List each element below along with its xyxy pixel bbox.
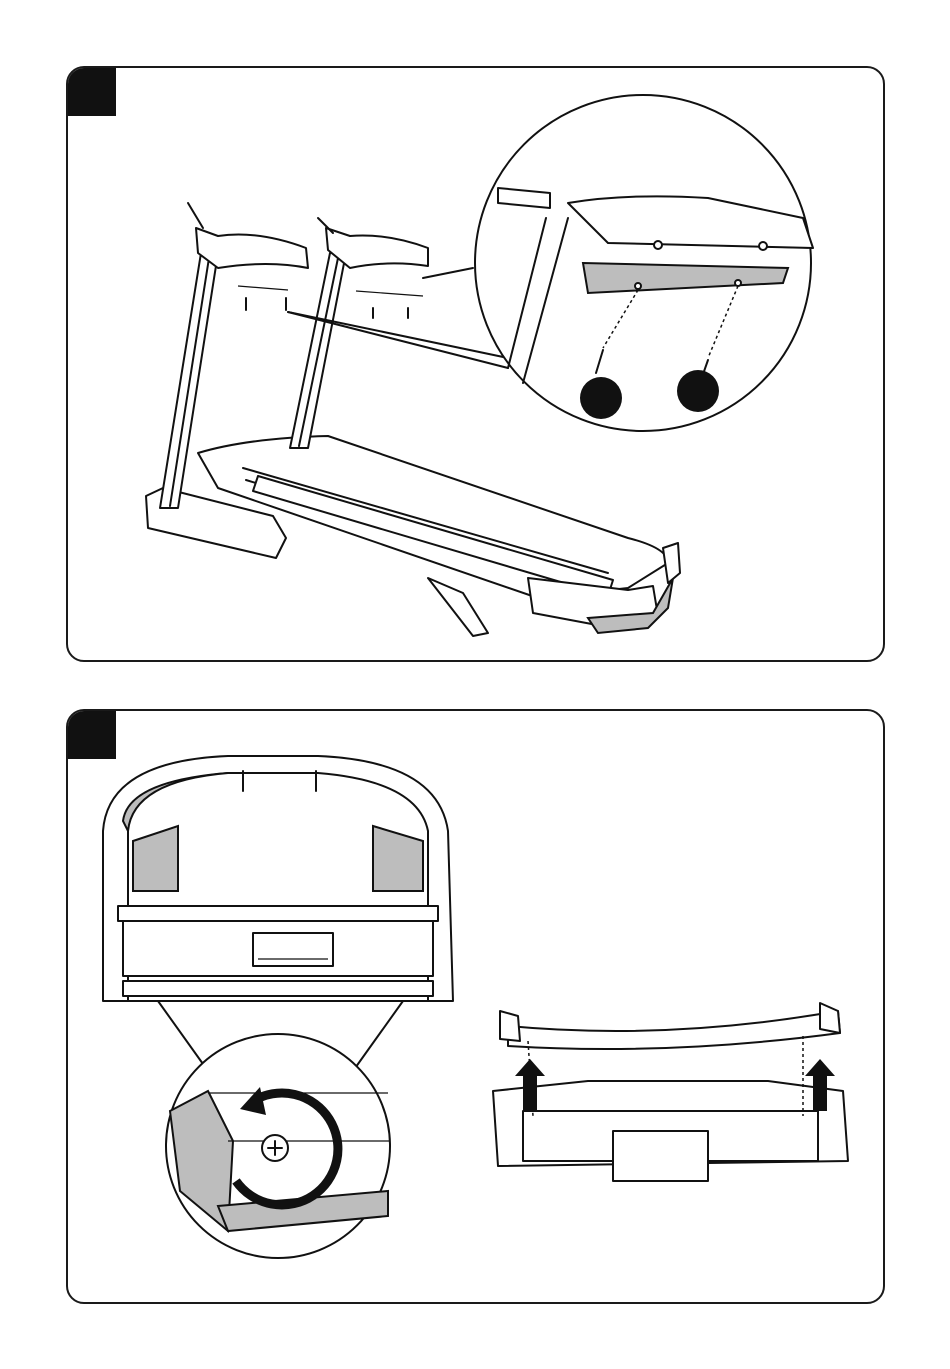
callout-circle-1 [580, 377, 622, 419]
step-panel-2: counter-clockwise [66, 709, 885, 1304]
callout-circle-2 [677, 370, 719, 412]
cover-lift-view [493, 1003, 848, 1181]
console-cover-illustration [68, 711, 885, 1304]
motor-cover-view [103, 756, 453, 1001]
detail-magnifier [475, 95, 813, 431]
handlebars [188, 203, 428, 318]
leader-line-right [353, 1001, 403, 1071]
treadmill-assembly-illustration [68, 68, 885, 662]
leader-line-left [158, 1001, 208, 1071]
treadmill-base [146, 436, 680, 636]
screw-zoom [166, 1034, 390, 1258]
step-panel-1 [66, 66, 885, 662]
